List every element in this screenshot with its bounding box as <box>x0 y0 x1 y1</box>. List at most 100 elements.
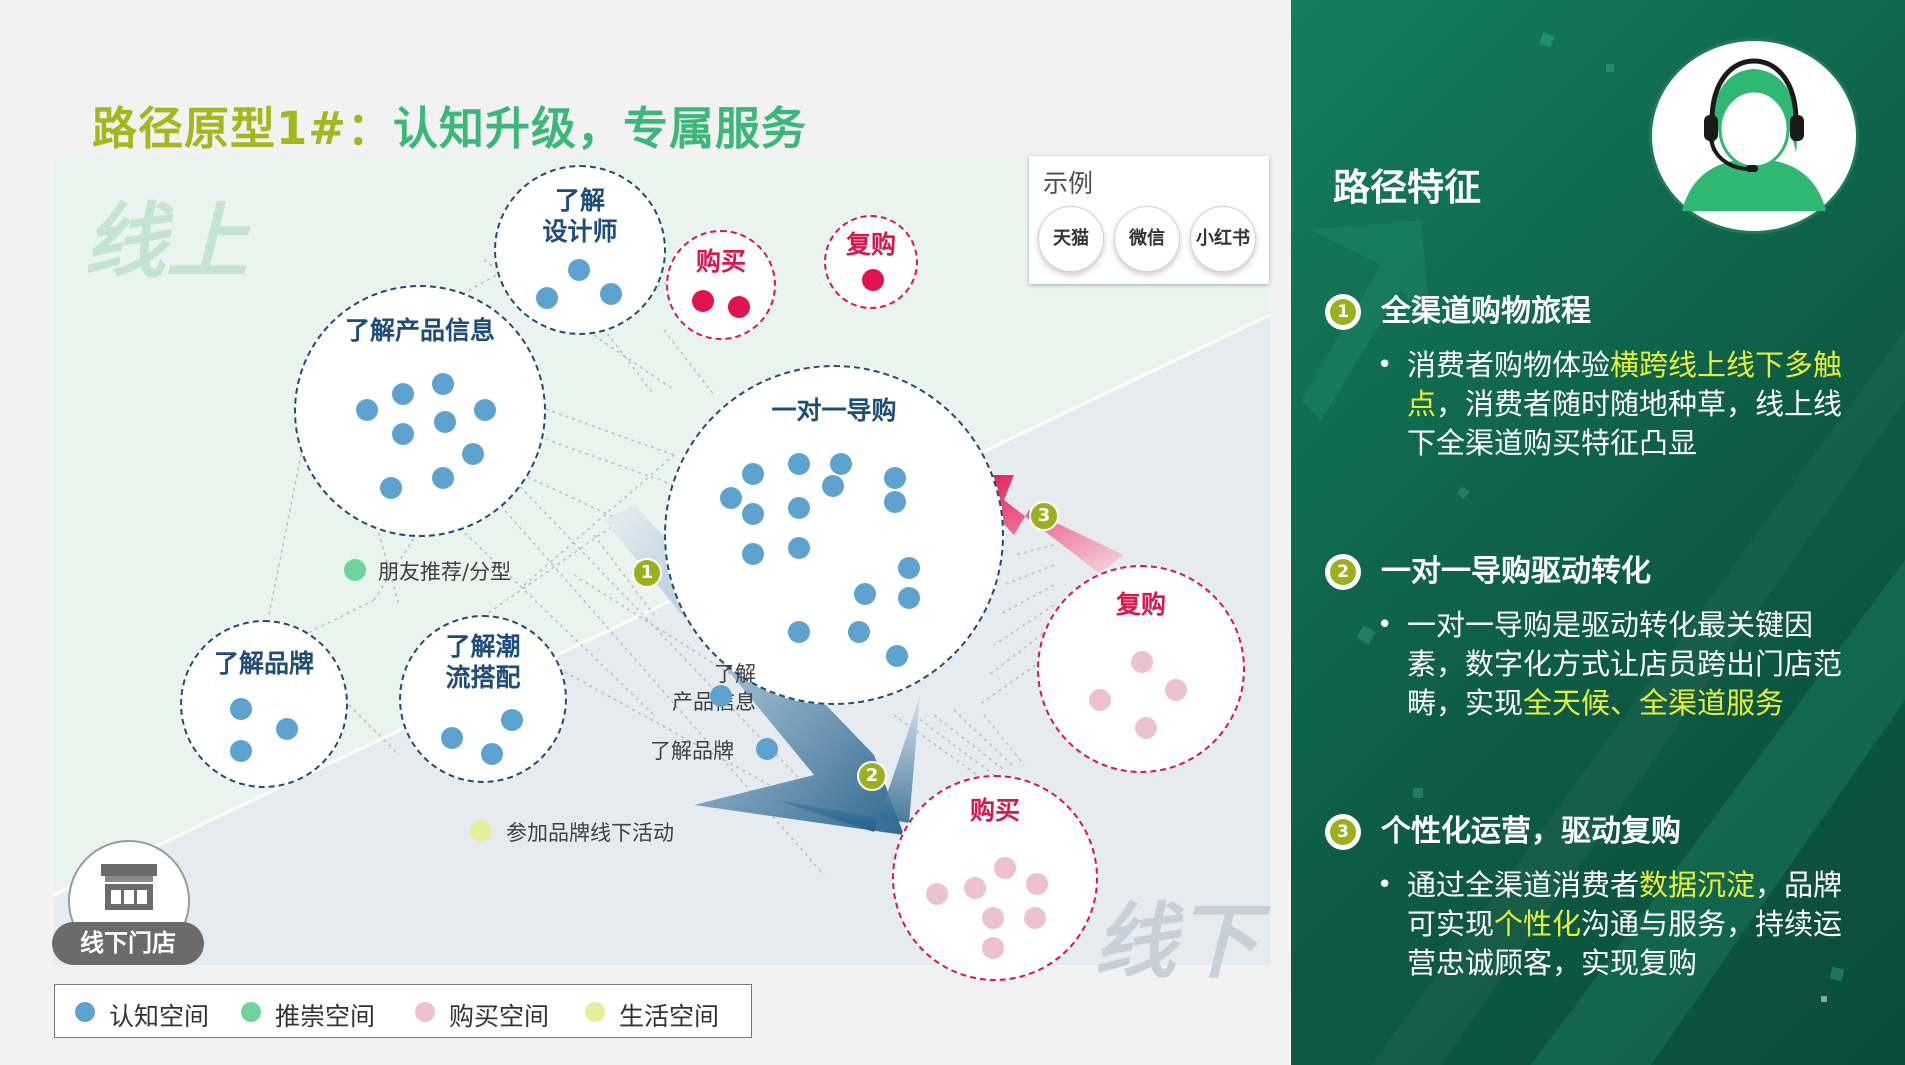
purchase-dot <box>926 883 948 905</box>
purchase-dot <box>1135 717 1157 739</box>
customer-service-headset-icon <box>1682 58 1826 211</box>
awareness-dot <box>886 645 908 667</box>
awareness-dot <box>432 373 454 395</box>
body-text: 沟通与服务，持续运营忠诚顾客，实现复购 <box>1407 907 1843 980</box>
awareness-dot <box>822 475 844 497</box>
purchase-dot <box>982 937 1004 959</box>
awareness-dot <box>788 497 810 519</box>
section-title: 个性化运营，驱动复购 <box>1381 814 1681 849</box>
highlighted-text: 数据沉淀 <box>1639 868 1756 902</box>
feature-panel: 路径特征 1 全渠道购物旅程 消费者购物体验横跨线上线下多触点，消费者随时随地种… <box>1291 0 1905 1065</box>
awareness-dot <box>481 743 503 765</box>
awareness-dot <box>536 287 558 309</box>
awareness-dot <box>392 423 414 445</box>
purchase-dot <box>964 877 986 899</box>
awareness-dot <box>884 491 906 513</box>
body-text: ，品牌可实现 <box>1407 868 1843 941</box>
body-text: 通过全渠道消费者 <box>1407 868 1640 902</box>
feature-title: 路径特征 <box>1333 166 1481 209</box>
section-body: 一对一导购是驱动转化最关键因素，数字化方式让店员跨出门店范畴，实现全天候、全渠道… <box>1377 606 1857 723</box>
body-text: 一对一导购是驱动转化最关键因素，数字化方式让店员跨出门店范畴，实现 <box>1407 608 1843 720</box>
channel-wechat: 微信 <box>1114 206 1180 272</box>
awareness-dot <box>848 621 870 643</box>
section-title: 一对一导购驱动转化 <box>1381 554 1651 589</box>
section-number-badge: 3 <box>1325 814 1361 850</box>
bubble-trend: 了解潮 流搭配 <box>399 615 567 783</box>
section-body: 消费者购物体验横跨线上线下多触点，消费者随时随地种草，线上线下全渠道购买特征凸显 <box>1377 346 1857 463</box>
awareness-dot <box>742 543 764 565</box>
section-title: 全渠道购物旅程 <box>1381 294 1591 329</box>
awareness-dot <box>501 709 523 731</box>
awareness-dot <box>441 727 463 749</box>
purchase-dot <box>1026 873 1048 895</box>
awareness-dot <box>230 740 252 762</box>
awareness-dot <box>898 557 920 579</box>
awareness-dot <box>720 487 742 509</box>
purchase-dot <box>1131 651 1153 673</box>
feature-section-1: 1 全渠道购物旅程 消费者购物体验横跨线上线下多触点，消费者随时随地种草，线上线… <box>1325 292 1885 463</box>
awareness-dot <box>380 477 402 499</box>
awareness-dot <box>392 383 414 405</box>
awareness-dot <box>788 621 810 643</box>
diagram-panel: 路径原型1#：认知升级，专属服务 <box>52 102 1270 1038</box>
awareness-dot <box>788 537 810 559</box>
section-body: 通过全渠道消费者数据沉淀，品牌可实现个性化沟通与服务，持续运营忠诚顾客，实现复购 <box>1377 866 1857 983</box>
example-box: 示例 天猫 微信 小红书 <box>1029 156 1269 284</box>
bubble-one-on-one-guide: 一对一导购 <box>664 365 1004 705</box>
purchase-dot <box>692 290 714 312</box>
bubble-rebuy-right: 复购 <box>1037 565 1245 773</box>
awareness-dot <box>884 467 906 489</box>
awareness-dot <box>742 503 764 525</box>
step-marker-2: 2 <box>857 761 887 791</box>
awareness-dot <box>434 411 456 433</box>
awareness-dot <box>356 399 378 421</box>
awareness-dot <box>462 443 484 465</box>
awareness-dot <box>742 463 764 485</box>
awareness-dot <box>276 718 298 740</box>
bubble-product-info: 了解产品信息 <box>294 285 546 537</box>
offline-store-label: 线下门店 <box>52 922 204 965</box>
life-dot <box>470 820 492 842</box>
avatar <box>1649 38 1859 234</box>
awareness-dot <box>788 453 810 475</box>
step-marker-1: 1 <box>632 558 662 588</box>
awareness-dot <box>230 698 252 720</box>
bubble-designer: 了解 设计师 <box>494 165 666 335</box>
section-number-badge: 1 <box>1325 294 1361 330</box>
section-number-badge: 2 <box>1325 554 1361 590</box>
purchase-dot <box>728 296 750 318</box>
bubble-brand: 了解品牌 <box>180 620 348 788</box>
purchase-dot <box>1165 679 1187 701</box>
journey-diagram: 线上 线下 了解 设计师 购买 复购 了解产品信息 <box>54 155 1270 990</box>
bubble-rebuy-top: 复购 <box>824 215 918 309</box>
legend: 认知空间 推崇空间 购买空间 生活空间 <box>54 984 752 1038</box>
offline-zone-label: 线下 <box>1094 895 1258 990</box>
purchase-dot <box>862 269 884 291</box>
highlighted-text: 个性化 <box>1494 907 1582 941</box>
offline-event-label: 参加品牌线下活动 <box>506 821 674 845</box>
channel-xiaohongshu: 小红书 <box>1190 206 1256 272</box>
advocacy-dot <box>344 559 366 581</box>
friend-recommend-label: 朋友推荐/分型 <box>378 560 512 584</box>
purchase-dot <box>994 857 1016 879</box>
channel-tmall: 天猫 <box>1038 206 1104 272</box>
bubble-buy-bottom: 购买 <box>892 775 1098 981</box>
bubble-buy-top: 购买 <box>666 230 776 340</box>
online-zone-label: 线上 <box>84 195 248 290</box>
store-icon <box>101 864 157 910</box>
awareness-dot <box>830 453 852 475</box>
brand-small-label: 了解品牌 <box>650 739 734 763</box>
awareness-dot <box>756 738 778 760</box>
step-marker-3: 3 <box>1029 501 1059 531</box>
product-info-small-label: 了解 产品信息 <box>672 662 756 714</box>
feature-section-2: 2 一对一导购驱动转化 一对一导购是驱动转化最关键因素，数字化方式让店员跨出门店… <box>1325 552 1885 723</box>
awareness-dot <box>432 467 454 489</box>
purchase-dot <box>982 907 1004 929</box>
highlighted-text: 横跨线上线下多触点 <box>1407 348 1843 421</box>
feature-section-3: 3 个性化运营，驱动复购 通过全渠道消费者数据沉淀，品牌可实现个性化沟通与服务，… <box>1325 812 1885 983</box>
awareness-dot <box>854 583 876 605</box>
purchase-dot <box>1089 689 1111 711</box>
awareness-dot <box>600 283 622 305</box>
page-title: 路径原型1#：认知升级，专属服务 <box>92 102 808 155</box>
awareness-dot <box>898 587 920 609</box>
